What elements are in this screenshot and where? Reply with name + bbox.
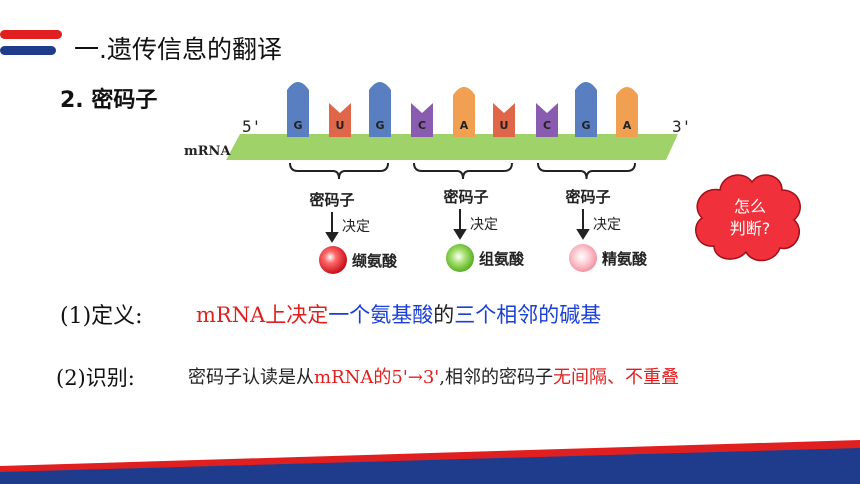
brace-3 xyxy=(537,162,636,180)
question-cloud: 怎么 判断? xyxy=(695,174,801,262)
base-2 xyxy=(329,103,351,137)
codon-label-3: 密码子 xyxy=(565,188,610,206)
cloud-shape xyxy=(695,174,801,262)
determine-label-1: 决定 xyxy=(342,219,370,235)
amino-acid-1: 缬氨酸 xyxy=(352,252,398,270)
base-letter-3: G xyxy=(375,119,384,132)
amino-acid-3: 精氨酸 xyxy=(602,250,648,268)
base-6 xyxy=(493,103,515,137)
footer-decoration xyxy=(0,440,860,484)
codon-label-2: 密码子 xyxy=(443,188,488,206)
base-5 xyxy=(453,87,475,137)
base-letter-8: G xyxy=(581,119,590,132)
section-subtitle: 2. 密码子 xyxy=(60,88,158,113)
determine-arrows xyxy=(325,209,590,243)
definition-text: mRNA上决定一个氨基酸的三个相邻的碱基 xyxy=(196,303,602,327)
base-8 xyxy=(575,82,597,137)
cloud-text-2: 判断? xyxy=(730,219,771,238)
recognition-line: (2)识别: 密码子认读是从mRNA的5'→3',相邻的密码子无间隔、不重叠 xyxy=(56,362,679,392)
definition-line: (1)定义: mRNA上决定一个氨基酸的三个相邻的碱基 xyxy=(60,298,601,330)
base-letter-4: C xyxy=(418,119,426,132)
cloud-text-1: 怎么 xyxy=(734,197,766,216)
base-letter-7: C xyxy=(543,119,551,132)
definition-label: (1)定义: xyxy=(60,304,143,329)
brace-2 xyxy=(413,162,513,180)
amino-acid-2: 组氨酸 xyxy=(479,250,525,268)
base-letter-5: A xyxy=(460,119,469,132)
base-4 xyxy=(411,103,433,137)
amino-sphere-2 xyxy=(446,244,474,272)
base-letter-6: U xyxy=(500,119,509,132)
end-3-label: 3' xyxy=(672,117,691,136)
amino-sphere-1 xyxy=(319,246,347,274)
base-letter-1: G xyxy=(293,119,302,132)
base-3 xyxy=(369,82,391,137)
mrna-codon-diagram: 5' 3' mRNA G U G C A U C G A 密码子 密码子 密码子 决定 决定 决… xyxy=(184,82,691,274)
base-7 xyxy=(536,103,558,137)
codon-label-1: 密码子 xyxy=(309,191,354,209)
header-decoration xyxy=(0,30,62,55)
base-9 xyxy=(616,87,638,137)
brace-1 xyxy=(289,162,389,180)
end-5-label: 5' xyxy=(242,117,261,136)
recognition-label: (2)识别: xyxy=(56,366,135,390)
recognition-text: 密码子认读是从mRNA的5'→3',相邻的密码子无间隔、不重叠 xyxy=(188,367,679,388)
determine-label-3: 决定 xyxy=(593,217,621,233)
base-letter-2: U xyxy=(336,119,345,132)
determine-label-2: 决定 xyxy=(470,217,498,233)
base-1 xyxy=(287,82,309,137)
codon-braces xyxy=(289,162,636,180)
base-letter-9: A xyxy=(623,119,632,132)
mrna-label: mRNA xyxy=(184,144,231,159)
mrna-strand xyxy=(226,134,678,160)
page-title: 一.遗传信息的翻译 xyxy=(74,35,282,64)
amino-sphere-3 xyxy=(569,244,597,272)
